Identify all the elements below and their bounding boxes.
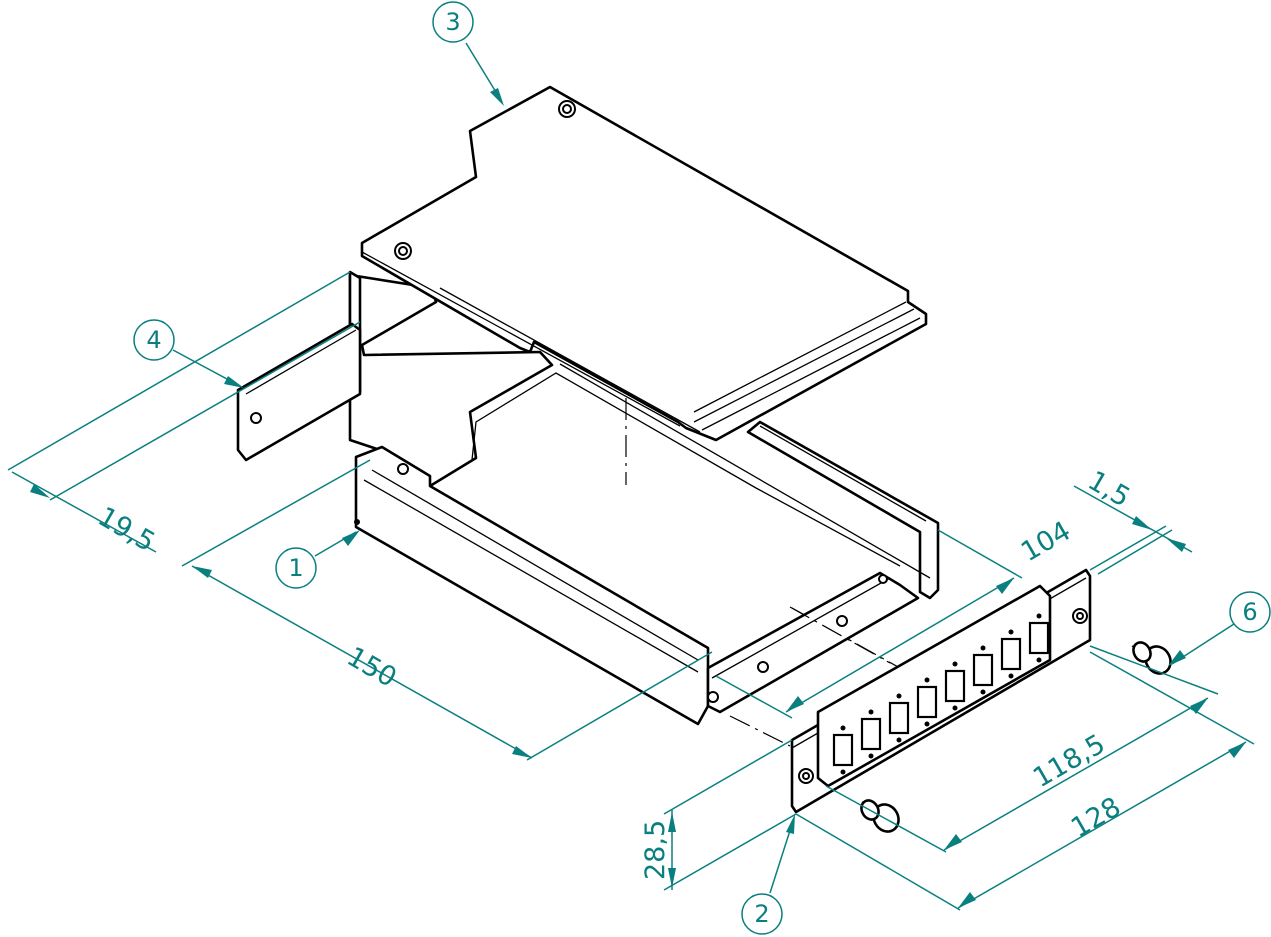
dim-150-label: 150 <box>342 641 402 694</box>
balloon-3-label: 3 <box>445 8 460 36</box>
part-2-front-panel <box>790 568 1092 814</box>
balloon-3: 3 <box>432 1 504 106</box>
part-3-top-cover <box>360 85 928 442</box>
dim-1-5-label: 1,5 <box>1083 465 1136 513</box>
balloon-1: 1 <box>275 530 360 589</box>
balloon-4: 4 <box>133 319 244 388</box>
part-6-thumb-screw-left <box>860 799 900 833</box>
base-hole-2 <box>757 661 769 673</box>
balloon-2: 2 <box>741 814 795 935</box>
balloon-6: 6 <box>1168 591 1271 666</box>
base-hole-4 <box>878 574 888 584</box>
balloon-4-label: 4 <box>146 326 161 354</box>
part-4-side-bracket <box>236 322 362 462</box>
part-6-thumb-screw-right <box>1131 641 1172 675</box>
balloon-1-label: 1 <box>288 554 303 582</box>
bracket-hole <box>250 412 262 424</box>
balloon-6-label: 6 <box>1242 598 1257 626</box>
base-hole-3 <box>836 615 848 627</box>
dim-104-label: 104 <box>1016 515 1076 568</box>
dim-19-5-label: 19,5 <box>93 501 161 558</box>
dim-28-5-label: 28,5 <box>640 820 671 880</box>
dim-128-label: 128 <box>1066 791 1126 844</box>
dimension-28-5: 28,5 <box>640 739 797 891</box>
part-1-base-tray <box>348 270 940 726</box>
base-hole-5 <box>707 691 719 703</box>
base-hole-1 <box>397 463 409 475</box>
adapter-ports <box>832 613 1050 775</box>
dimension-1-5: 1,5 <box>1073 465 1193 575</box>
balloon-2-label: 2 <box>754 900 769 928</box>
dim-118-5-label: 118,5 <box>1028 729 1110 794</box>
